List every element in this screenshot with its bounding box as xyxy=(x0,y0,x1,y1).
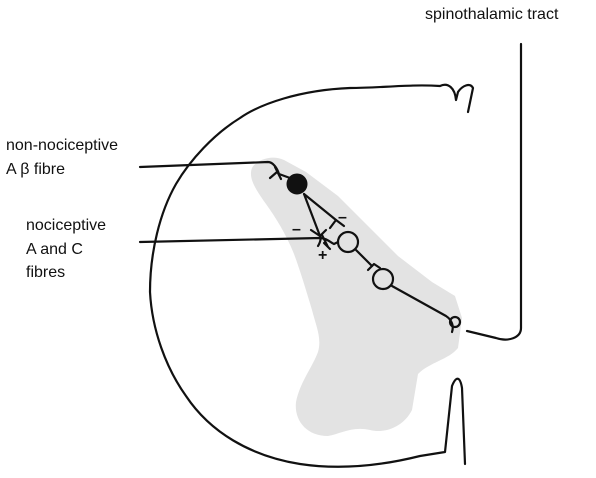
abeta-label-greek: β xyxy=(20,161,29,178)
inhibitory-interneuron xyxy=(287,174,307,194)
abeta-label-suffix: fibre xyxy=(34,161,65,178)
spinothalamic-tract-line xyxy=(467,44,521,340)
abeta-label-prefix: A xyxy=(6,161,17,178)
spinothalamic-tract-label: spinothalamic tract xyxy=(425,6,559,23)
abeta-label-line1: non-nociceptive xyxy=(6,137,118,154)
inhibitory-sign-right: – xyxy=(338,209,347,226)
nociceptive-label-line2: A and C xyxy=(26,241,83,258)
excitatory-sign: + xyxy=(318,247,327,264)
inhibitory-sign-left: – xyxy=(292,221,301,238)
nociceptive-label-line3: fibres xyxy=(26,264,65,281)
nociceptive-label-line1: nociceptive xyxy=(26,217,106,234)
grey-matter-dorsal-horn xyxy=(251,158,462,436)
abeta-label-line2: A β fibre xyxy=(6,161,65,178)
